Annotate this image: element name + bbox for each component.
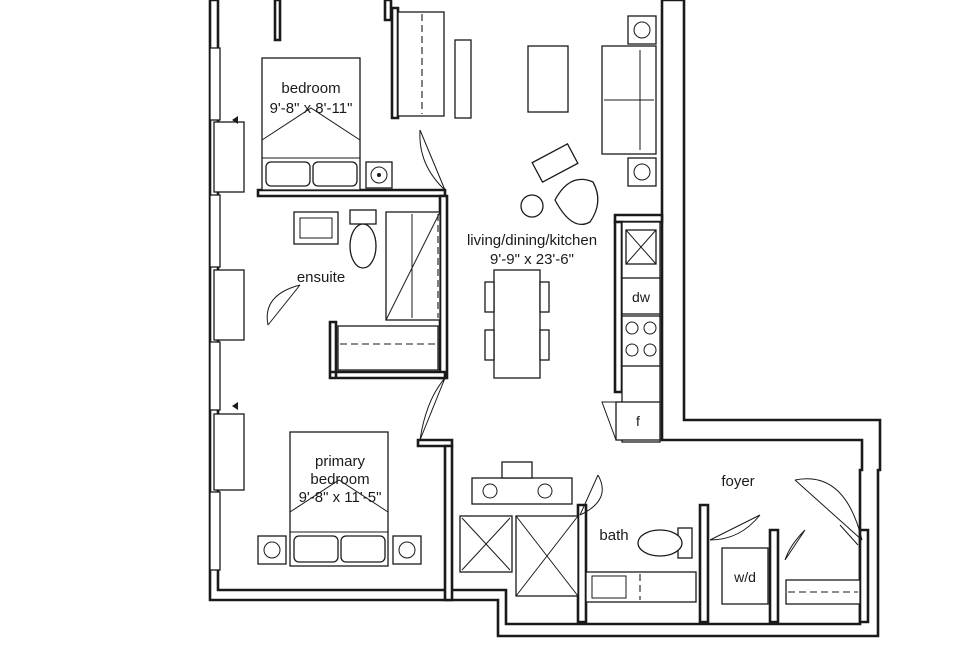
nightstand [365,161,393,189]
laundry-wall [768,528,780,624]
toilet-tank [349,209,377,225]
fridge-label: f [636,413,640,429]
ensuite-door [266,284,301,326]
vanity [293,211,339,245]
bedroom-furniture: bedroom 9'-8" x 8'-11" [261,11,445,191]
washer-dryer [721,547,769,605]
kitchen-north-wall [613,213,664,224]
toilet-icon [349,223,377,269]
primary-door [419,377,446,441]
ensuite-label: ensuite [297,269,345,286]
closet-wall [858,528,870,624]
foyer-entry-door [794,478,863,541]
burner-icon [643,343,657,357]
closet-door [784,529,806,561]
living-label: living/dining/kitchen [467,232,597,249]
bedroom-door [419,129,446,191]
bath-vanity [585,571,697,603]
nightstand [392,535,422,565]
side-table [627,157,657,187]
lamp-icon [633,21,651,39]
toilet-icon [637,529,683,557]
dishwasher [621,277,661,315]
dining-chair [484,281,495,313]
living-size: 9'-9" x 23'-6" [490,251,574,268]
bath-door [579,474,603,516]
window [209,194,221,268]
outer-wall [208,0,882,638]
stool [501,461,533,479]
dining-chair [539,281,550,313]
window [209,47,221,121]
primary-size: 9'-8" x 11'-5" [299,489,382,506]
tv-unit [454,39,472,119]
nightstand [257,535,287,565]
closet-shelf [337,325,439,371]
living-furniture: living/dining/kitchen 9'-9" x 23'-6" [454,15,657,379]
primary-east-wall [443,444,454,602]
ensuite-east-wall [438,194,449,380]
kitchen: dw f [601,221,661,443]
bed-sheet [261,107,361,141]
pillow [340,535,386,563]
pillow [293,535,339,563]
kitchen-wall [613,220,624,394]
lamp-icon [370,166,388,184]
bedroom-size: 9'-8" x 8'-11" [270,100,353,117]
primary-label-2: bedroom [310,471,369,488]
foyer-label: foyer [721,473,754,490]
ensuite-fixtures: ensuite [293,209,441,371]
window-pier [213,413,245,491]
pillow [312,161,358,187]
bedroom-label: bedroom [281,80,340,97]
window [209,341,221,411]
sink-icon [537,483,553,499]
dining-chair [539,329,550,361]
window-pier [213,121,245,193]
bath-label: bath [599,527,628,544]
bath-east-wall [698,503,710,624]
closet-door-2 [839,524,859,546]
lamp-icon [263,541,281,559]
west-windows [209,47,245,571]
side-table [627,15,657,45]
laundry-door [709,514,761,541]
primary-label-1: primary [315,453,366,470]
armchair [554,178,599,226]
lamp-icon [633,163,651,181]
dining-table [493,269,541,379]
bedroom-south-wall [256,188,447,198]
pillow [265,161,311,187]
exit-arrow [232,402,238,410]
interior-walls [256,0,870,624]
north-wall-stub [273,0,282,42]
primary-furniture: primary bedroom 9'-8" x 11'-5" [257,431,422,567]
cooktop [621,315,661,367]
window-pier [213,269,245,341]
exit-arrow [232,116,238,124]
accent-table [520,194,544,218]
burner-icon [625,321,639,335]
burner-icon [643,321,657,335]
sink-icon [482,483,498,499]
bedroom-east-wall [383,0,400,120]
vanity [471,477,573,505]
bath-wall [576,503,588,624]
bath-area: bath w/d foyer [459,461,861,605]
exterior-walls [208,0,882,638]
sink-icon [299,217,333,239]
washer-dryer-label: w/d [733,569,756,585]
dishwasher-label: dw [632,289,651,305]
window [209,491,221,571]
burner-icon [625,343,639,357]
coffee-table [527,45,569,113]
dining-chair [484,329,495,361]
sink-icon [591,575,627,599]
wardrobe [397,11,445,117]
doors [266,129,863,561]
ottoman [531,143,579,183]
lamp-icon [398,541,416,559]
